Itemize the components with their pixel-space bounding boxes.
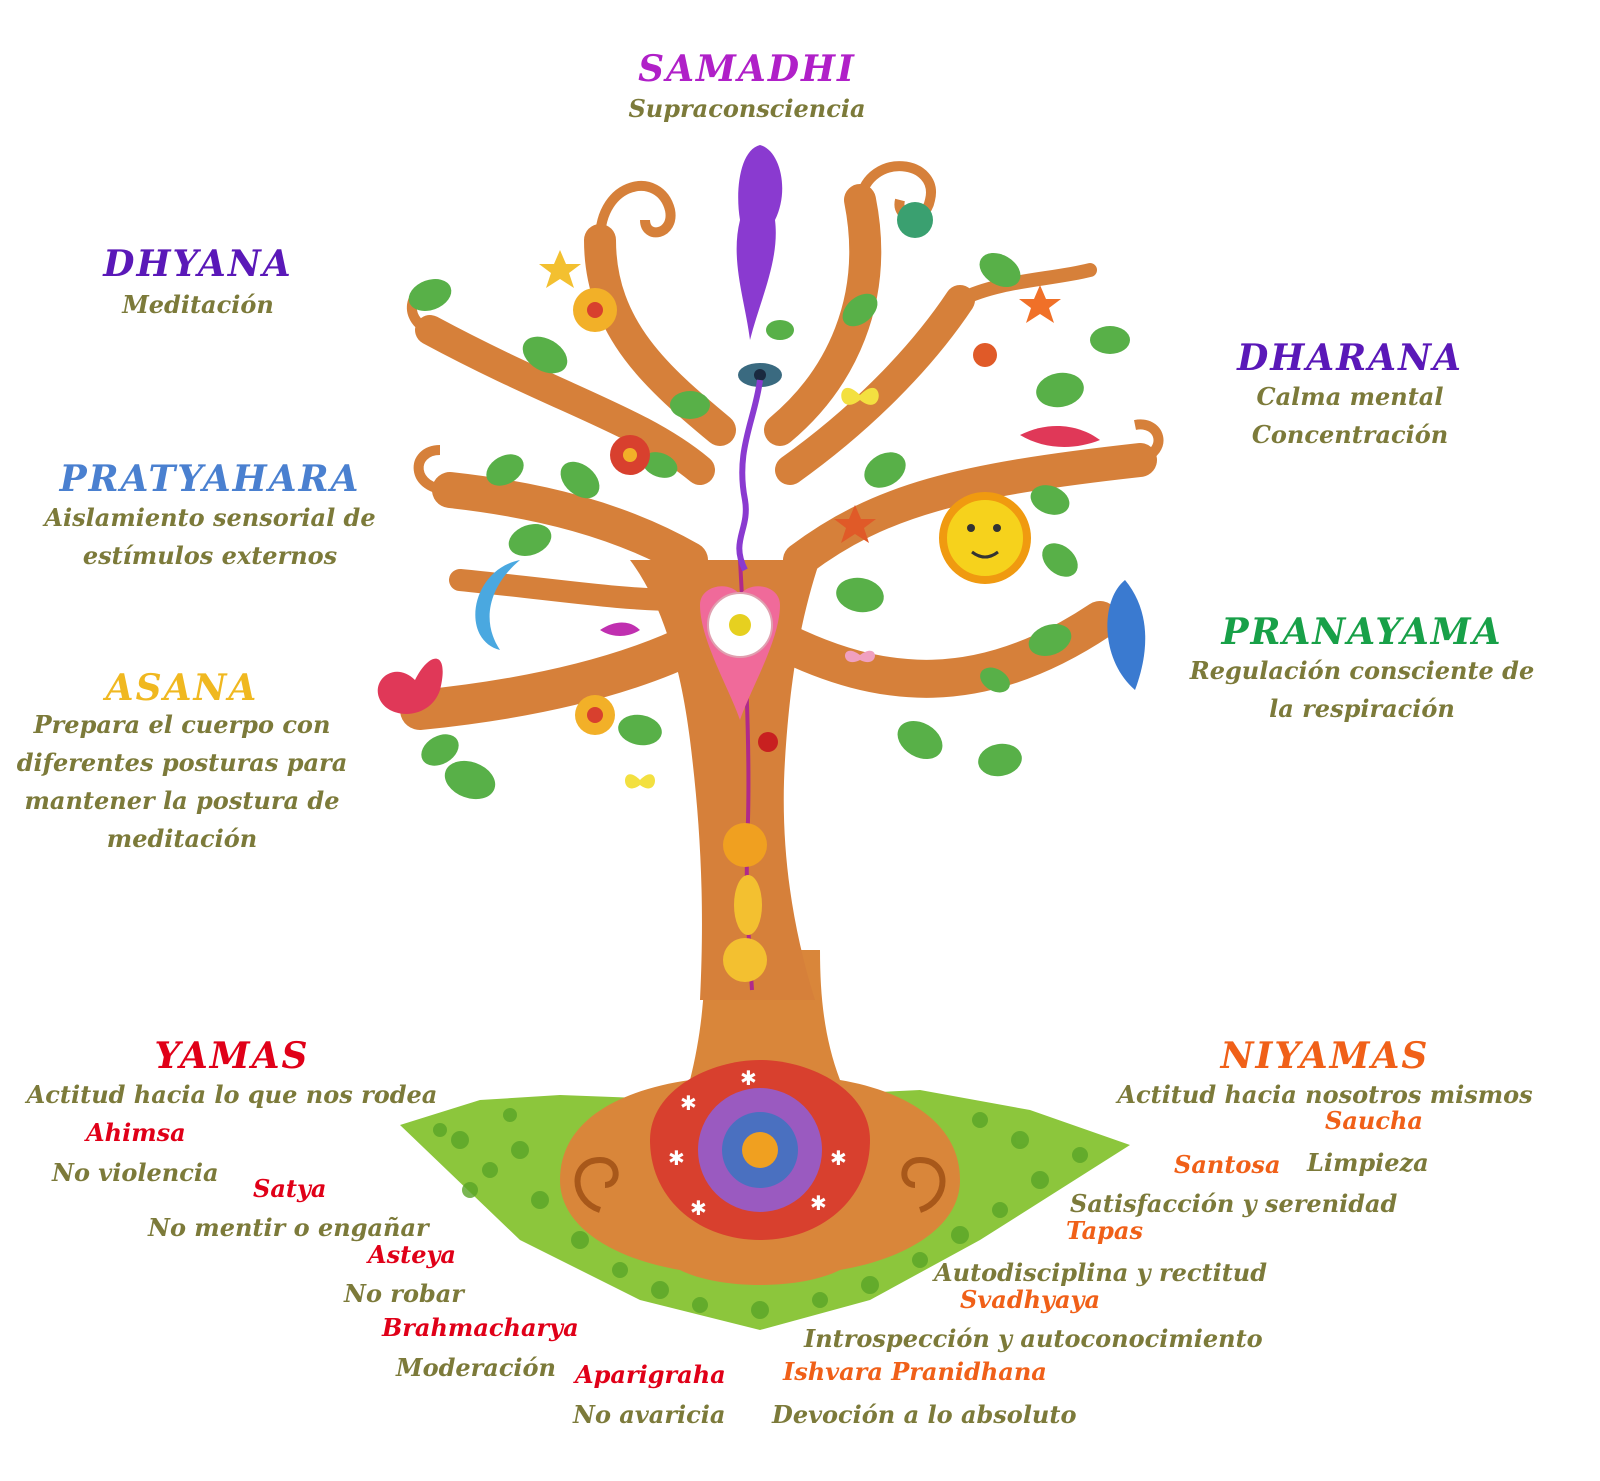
niyama-meaning-santosa: Satisfacción y serenidad [1070,1189,1398,1218]
asana-title: ASANA [105,667,259,709]
asana-description-line-3: mantener la postura de [24,786,340,815]
pratyahara-description-line-2: estímulos externos [82,541,338,570]
niyamas-description: Actitud hacia nosotros mismos [1117,1080,1533,1109]
tree-decorations [377,145,1146,789]
dhyana-description: Meditación [122,290,274,319]
yama-meaning-ahimsa: No violencia [52,1158,219,1187]
svg-text:✱: ✱ [680,1091,697,1115]
asana-description-line-1: Prepara el cuerpo con [33,710,331,739]
pranayama-description-line-1: Regulación consciente de [1189,656,1535,685]
tree-leaves [408,252,1130,800]
niyama-term-santosa: Santosa [1174,1150,1281,1179]
pranayama-title: PRANAYAMA [1221,611,1503,653]
dharana-title: DHARANA [1237,337,1463,379]
tree-roots: ✱ ✱ ✱ ✱ ✱ ✱ [560,950,960,1285]
yama-meaning-brahmacharya: Moderación [396,1353,557,1382]
asana-description-line-4: meditación [106,824,258,853]
niyama-meaning-ishvara-pranidhana: Devoción a lo absoluto [772,1400,1077,1429]
yama-term-ahimsa: Ahimsa [86,1118,186,1147]
svg-text:✱: ✱ [830,1146,847,1170]
niyama-term-svadhyaya: Svadhyaya [960,1285,1101,1314]
niyama-term-tapas: Tapas [1066,1216,1143,1245]
yama-term-asteya: Asteya [368,1240,456,1269]
samadhi-title: SAMADHI [638,48,856,90]
niyama-meaning-svadhyaya: Introspección y autoconocimiento [804,1324,1263,1353]
svg-text:✱: ✱ [668,1146,685,1170]
pratyahara-title: PRATYAHARA [59,458,361,500]
yamas-description: Actitud hacia lo que nos rodea [26,1080,438,1109]
dharana-description-line-1: Calma mental [1256,382,1444,411]
niyama-term-saucha: Saucha [1325,1106,1423,1135]
niyama-meaning-saucha: Limpieza [1307,1148,1429,1177]
yama-term-brahmacharya: Brahmacharya [382,1313,579,1342]
dhyana-title: DHYANA [103,243,293,285]
asana-description-line-2: diferentes posturas para [16,748,348,777]
svg-text:✱: ✱ [690,1196,707,1220]
yama-meaning-aparigraha: No avaricia [573,1400,726,1429]
pranayama-description-line-2: la respiración [1269,694,1455,723]
yama-term-aparigraha: Aparigraha [575,1360,726,1389]
niyamas-title: NIYAMAS [1220,1035,1430,1077]
niyama-term-ishvara-pranidhana: Ishvara Pranidhana [783,1357,1047,1386]
yamas-title: YAMAS [154,1035,310,1077]
samadhi-description: Supraconsciencia [628,94,866,123]
tree-branches [400,184,1157,730]
pratyahara-description-line-1: Aislamiento sensorial de [44,503,376,532]
svg-text:✱: ✱ [740,1066,757,1090]
yama-meaning-asteya: No robar [344,1279,464,1308]
dharana-description-line-2: Concentración [1251,420,1449,449]
niyama-meaning-tapas: Autodisciplina y rectitud [934,1258,1268,1287]
yama-term-satya: Satya [253,1174,327,1203]
svg-text:✱: ✱ [810,1191,827,1215]
yama-meaning-satya: No mentir o engañar [148,1213,429,1242]
